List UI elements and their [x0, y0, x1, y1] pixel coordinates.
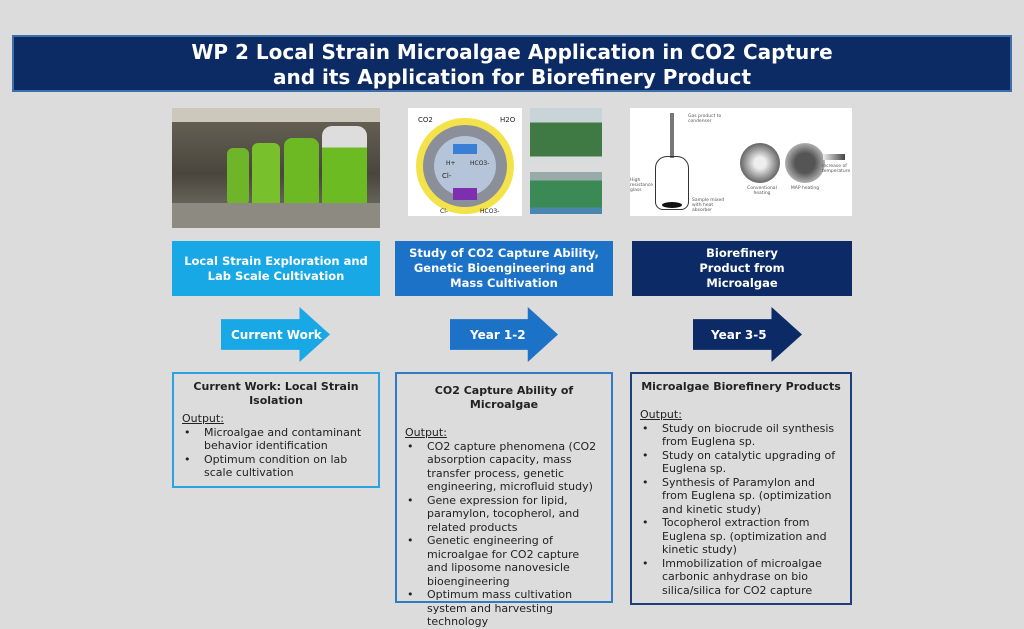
output-title: Current Work: Local Strain Isolation [193, 380, 359, 407]
cl-out-label: Cl- [440, 208, 449, 215]
stage-label: Study of CO2 Capture Ability, Genetic Bi… [409, 246, 599, 290]
output-title: CO2 Capture Ability of Microalgae [434, 384, 574, 411]
output-item: Optimum mass cultivation system and harv… [405, 588, 603, 629]
arrow-year-1-2: Year 1-2 [450, 307, 558, 362]
page-title: WP 2 Local Strain Microalgae Application… [12, 35, 1012, 92]
output-title: Microalgae Biorefinery Products [641, 380, 841, 393]
title-line-2: and its Application for Biorefinery Prod… [272, 65, 752, 89]
co2-capture-cell-diagram: CO2 H2O H+ HCO3- Cl- Cl- HCO3- [408, 108, 522, 216]
output-item: Microalgae and contaminant behavior iden… [182, 426, 370, 453]
arrow-label: Year 1-2 [470, 327, 526, 342]
conventional-heating-label: Conventional heating [747, 186, 777, 196]
h2o-label: H2O [500, 116, 516, 124]
gas-product-label: Gas product to condenser [688, 114, 722, 124]
temperature-label: Increase of temperature [822, 164, 851, 174]
cl-label: Cl- [442, 172, 452, 180]
arrow-current-work: Current Work [221, 307, 330, 362]
h-label: H+ [446, 160, 456, 167]
output-item: Gene expression for lipid, paramylon, to… [405, 494, 603, 535]
mass-cultivation-pond-photo-2 [530, 172, 602, 214]
output-item: Immobilization of microalgae carbonic an… [640, 557, 842, 598]
output-item: Study on biocrude oil synthesis from Eug… [640, 422, 842, 449]
sample-label: Sample mixed with heat absorber [692, 198, 725, 213]
output-box-co2-capture: CO2 Capture Ability of Microalgae Output… [395, 372, 613, 628]
output-item: Genetic engineering of microalgae for CO… [405, 534, 603, 588]
arrow-year-3-5: Year 3-5 [693, 307, 802, 362]
stage-box-biorefinery: Biorefinery Product from Microalgae [632, 241, 852, 296]
reactor-heating-diagram: Gas product to condenser High resistance… [630, 108, 852, 216]
arrow-label: Year 3-5 [711, 327, 767, 342]
arrow-label: Current Work [231, 327, 322, 342]
output-item: CO2 capture phenomena (CO2 absorption ca… [405, 440, 603, 494]
output-item: Tocopherol extraction from Euglena sp. (… [640, 516, 842, 557]
lab-cultivation-photo [172, 108, 380, 228]
title-line-1: WP 2 Local Strain Microalgae Application… [191, 40, 833, 64]
output-box-current-work: Current Work: Local Strain Isolation Out… [172, 372, 380, 488]
output-item: Study on catalytic upgrading of Euglena … [640, 449, 842, 476]
hco3-out-label: HCO3- [480, 208, 500, 215]
output-box-biorefinery: Microalgae Biorefinery Products Output: … [630, 372, 852, 605]
map-heating-label: MAP heating [790, 186, 820, 191]
output-label: Output: [182, 412, 224, 425]
output-label: Output: [405, 426, 447, 439]
output-item: Synthesis of Paramylon and from Euglena … [640, 476, 842, 517]
mass-cultivation-pond-photo-1 [530, 108, 602, 165]
output-label: Output: [640, 408, 682, 421]
glass-label: High resistance glass [630, 178, 654, 193]
hco3-label: HCO3- [470, 160, 490, 167]
stage-box-co2-capture: Study of CO2 Capture Ability, Genetic Bi… [395, 241, 613, 296]
stage-label: Biorefinery Product from Microalgae [699, 246, 785, 290]
stage-label: Local Strain Exploration and Lab Scale C… [184, 253, 368, 283]
stage-box-lab-cultivation: Local Strain Exploration and Lab Scale C… [172, 241, 380, 296]
co2-label: CO2 [418, 116, 433, 124]
output-item: Optimum condition on lab scale cultivati… [182, 453, 370, 480]
